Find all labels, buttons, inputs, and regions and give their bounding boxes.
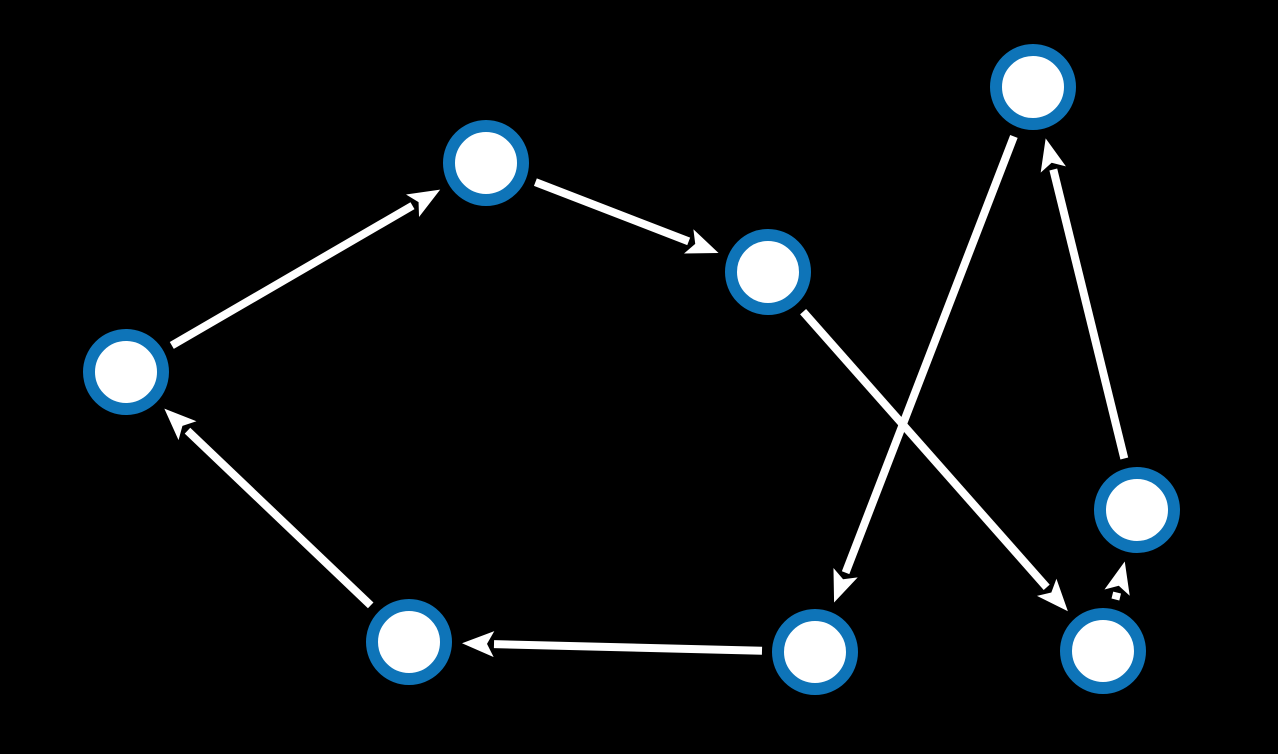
graph-node-bottom-left	[366, 599, 452, 685]
graph-node-bottom-middle	[772, 609, 858, 695]
graph-edge-middle-to-bottom-right	[800, 309, 1068, 612]
graph-edge-top-right-to-bottom-middle	[833, 134, 1018, 603]
graph-node-top-right	[990, 44, 1076, 130]
graph-edge-upper-middle-to-middle	[533, 178, 719, 254]
graph-node-middle	[725, 229, 811, 315]
graph-node-right	[1094, 467, 1180, 553]
graph-edge-right-to-top-right	[1040, 138, 1129, 460]
graph-edge-bottom-right-to-right	[1104, 561, 1130, 601]
graph-edge-bottom-middle-to-bottom-left	[462, 631, 763, 658]
graph-node-upper-middle	[443, 120, 529, 206]
graph-node-left	[83, 329, 169, 415]
graph-edge-bottom-left-to-left	[164, 408, 374, 609]
graph-edge-left-to-upper-middle	[169, 189, 441, 349]
graph-node-bottom-right	[1060, 608, 1146, 694]
